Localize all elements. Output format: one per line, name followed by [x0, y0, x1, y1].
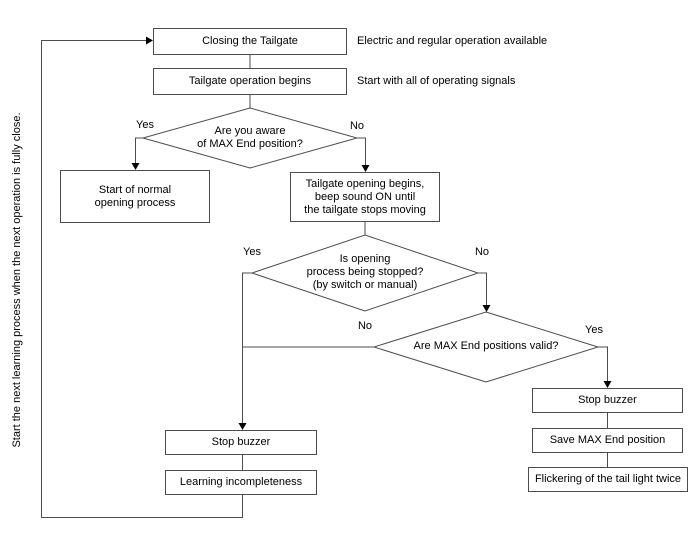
connector-aware-yes: [135, 137, 143, 164]
decision-diamond-stopped: [250, 234, 480, 312]
node-stop-buzzer-left: Stop buzzer: [165, 430, 317, 455]
arrowhead-into-stop-buzzer-left: [238, 423, 247, 430]
branch-label-valid-no: No: [357, 320, 373, 332]
node-start-normal: Start of normal opening process: [60, 170, 210, 223]
annotation-operation-note: Start with all of operating signals: [357, 75, 516, 87]
node-flickering-tail-light: Flickering of the tail light twice: [528, 467, 688, 492]
branch-label-stopped-yes: Yes: [243, 246, 261, 258]
annotation-closing-note: Electric and regular operation available: [357, 35, 548, 47]
node-operation-begins: Tailgate operation begins: [153, 68, 347, 95]
node-learning-incompleteness: Learning incompleteness: [165, 470, 317, 495]
arrowhead-into-stop-buzzer-right: [603, 381, 612, 388]
node-opening-begins: Tailgate opening begins, beep sound ON u…: [290, 172, 440, 222]
node-closing-tailgate: Closing the Tailgate: [153, 28, 347, 55]
arrowhead-into-decision-valid: [482, 305, 491, 312]
connector-stopped-no: [478, 272, 487, 305]
node-stop-buzzer-right: Stop buzzer: [532, 388, 683, 413]
branch-label-aware-yes: Yes: [136, 119, 154, 131]
branch-label-stopped-no: No: [474, 246, 490, 258]
decision-diamond-aware: [141, 107, 359, 169]
connector-loop-back: [41, 40, 243, 518]
connector-stopped-yes: [242, 272, 252, 424]
connector-valid-yes: [598, 346, 608, 381]
decision-diamond-valid: [372, 311, 600, 383]
arrowhead-into-opening-begins: [361, 165, 370, 172]
node-save-max-end: Save MAX End position: [532, 428, 683, 453]
branch-label-aware-no: No: [349, 120, 365, 132]
arrowhead-into-start-normal: [131, 163, 140, 170]
annotation-loop-note: Start the next learning process when the…: [11, 112, 23, 448]
branch-label-valid-yes: Yes: [585, 324, 603, 336]
connector-aware-no: [357, 137, 366, 166]
arrowhead-into-closing-tailgate: [146, 36, 153, 45]
